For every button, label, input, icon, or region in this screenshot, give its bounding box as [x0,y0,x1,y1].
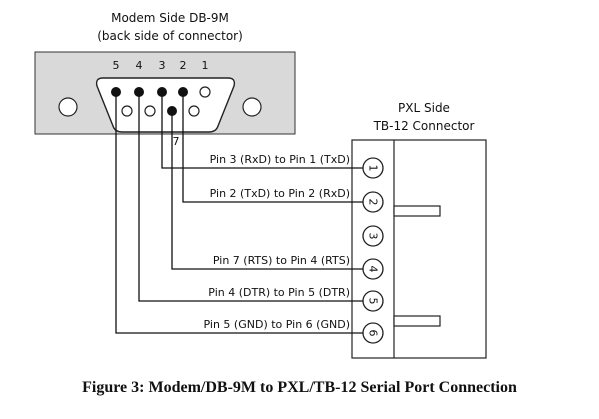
wire-label-5: Pin 5 (GND) to Pin 6 (GND) [204,318,350,331]
modem-title: Modem Side DB-9M [111,11,229,25]
tb12-tab-lower [393,315,441,327]
tb12-terminals: 1 2 3 4 5 6 [362,157,384,344]
wire-rts [171,111,363,270]
pin-number-5: 5 [113,59,120,72]
wire-rxd-txd [161,92,363,169]
wire-dtr [138,92,363,302]
pin-number-7: 7 [173,135,180,148]
pin-6 [188,105,200,117]
wiring-diagram: Modem Side DB-9M (back side of connector… [34,11,487,359]
wire-label-2: Pin 2 (TxD) to Pin 2 (RxD) [210,187,350,200]
figure-caption: Figure 3: Modem/DB-9M to PXL/TB-12 Seria… [82,379,517,396]
wire-gnd [115,92,363,334]
terminal-label-6: 6 [367,330,380,337]
pin-number-3: 3 [159,59,166,72]
wire-label-1: Pin 3 (RxD) to Pin 1 (TxD) [210,153,350,166]
mounting-hole-left [58,97,78,117]
wire-txd-rxd [182,92,363,203]
modem-subtitle: (back side of connector) [97,29,243,43]
terminal-label-2: 2 [367,199,380,206]
db9-top-pin-numbers: 5 4 3 2 1 [113,59,209,72]
tb12-tab-upper [393,205,441,217]
terminal-label-3: 3 [367,233,380,240]
terminal-label-1: 1 [367,165,380,172]
mounting-hole-right [242,97,262,117]
pin-9 [121,105,133,117]
wires [115,92,363,334]
pxl-title: PXL Side [398,101,450,115]
pin-8 [144,105,156,117]
terminal-3 [362,225,384,247]
pin-number-1: 1 [202,59,209,72]
wire-label-3: Pin 7 (RTS) to Pin 4 (RTS) [213,254,350,267]
pin-number-4: 4 [136,59,143,72]
terminal-label-4: 4 [367,266,380,273]
wire-label-4: Pin 4 (DTR) to Pin 5 (DTR) [208,286,350,299]
terminal-label-5: 5 [367,298,380,305]
pin-1 [199,86,211,98]
db9-shell [95,77,236,133]
pxl-subtitle: TB-12 Connector [373,119,475,133]
pin-number-2: 2 [180,59,187,72]
